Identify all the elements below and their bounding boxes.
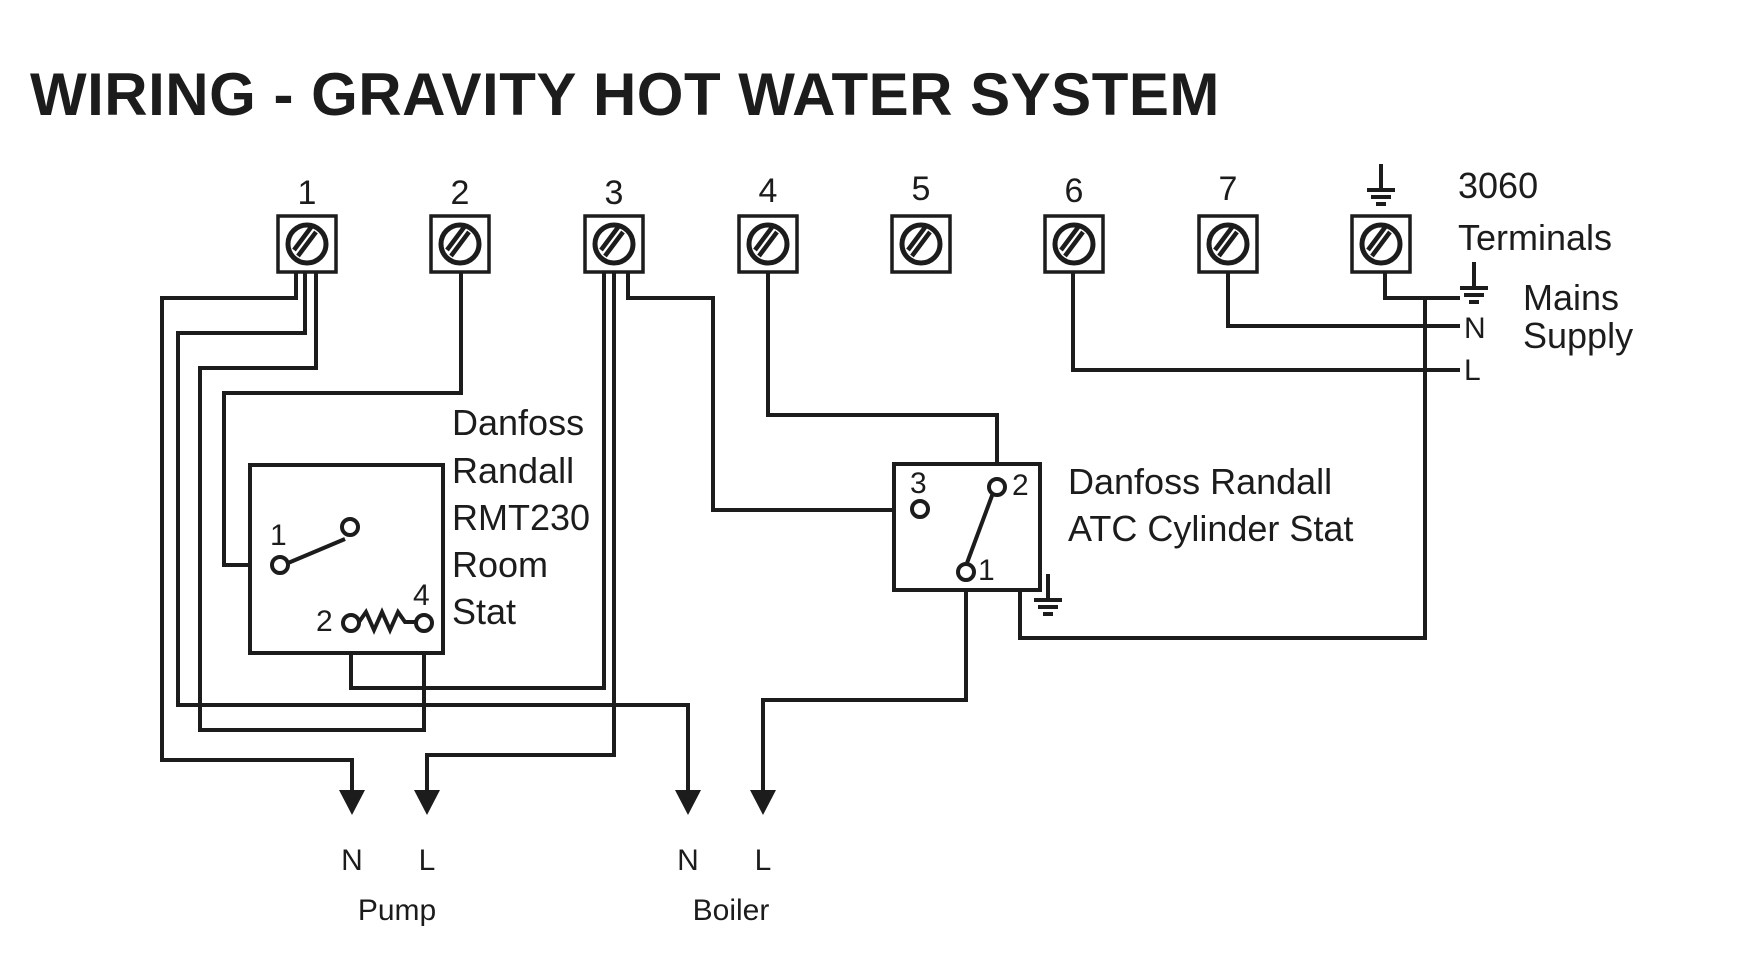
terminal-1-label: 1 [298,174,317,212]
boiler-label: Boiler [693,894,770,927]
room-stat-label-line1: Danfoss [452,402,584,443]
mains-l-label: L [1464,354,1481,387]
terminal-block-caption: Terminals [1458,217,1612,258]
boiler-l-label: L [755,844,772,877]
cyl-stat-label-line2: ATC Cylinder Stat [1068,508,1353,549]
room-stat-contact-2 [341,613,361,633]
cyl-stat-contact-3 [910,499,930,519]
room-stat-contact-1 [270,555,290,575]
terminal-7: 7 [1197,170,1259,274]
diagram-title: WIRING - GRAVITY HOT WATER SYSTEM [30,61,1220,128]
room-stat-contact-4-label: 4 [413,579,430,612]
mains-label-line2: Supply [1523,315,1633,356]
wire-cyl-stat-1-boiler-l [761,572,968,790]
wire-t7-mains-n [1226,272,1460,328]
wire-t1-room-stat-4 [198,272,426,732]
terminal-4: 4 [737,172,799,274]
boiler-l-arrow [750,790,776,815]
cyl-stat-contact-1 [956,562,976,582]
cyl-stat-contact-1-label: 1 [978,554,995,587]
room-stat-contact-1-label: 1 [270,519,287,552]
room-stat-label-line4: Room [452,544,548,585]
wire-t3-cyl-stat-3 [626,272,916,512]
cyl-stat-earth-icon [1034,574,1062,616]
mains-label-line1: Mains [1523,277,1619,318]
cyl-stat-label-line1: Danfoss Randall [1068,461,1332,502]
wire-t2-room-stat-1 [222,272,463,567]
wire-earth-mains-earth [1383,272,1460,300]
pump-l-label: L [419,844,436,877]
room-stat-label-line5: Stat [452,591,516,632]
terminal-4-label: 4 [759,172,778,210]
terminal-3-label: 3 [605,174,624,212]
room-stat-label-line2: Randall [452,450,574,491]
room-stat-contact-2-label: 2 [316,605,333,638]
cyl-stat-contact-3-label: 3 [910,467,927,500]
terminal-1: 1 [276,174,338,274]
room-stat-label-line3: RMT230 [452,497,590,538]
cylinder-stat: 3 2 1 Danfoss Randall ATC Cylinder Stat [892,461,1353,616]
room-stat-contact-open [340,517,360,537]
wire-t1-boiler-n [176,272,690,790]
terminal-6-label: 6 [1065,172,1084,210]
terminal-7-label: 7 [1219,170,1238,208]
boiler-n-label: N [677,844,699,877]
cyl-stat-contact-2 [987,477,1007,497]
wire-t3-room-stat-2 [349,272,606,690]
pump-label: Pump [358,894,436,927]
terminal-6: 6 [1043,172,1105,274]
terminal-earth [1350,164,1412,274]
terminal-block: 1 2 3 4 5 [276,164,1612,274]
room-stat-contact-4 [414,613,434,633]
mains-supply: N L Mains Supply [1460,262,1633,387]
terminal-5: 5 [890,170,952,274]
pump-n-arrow [339,790,365,815]
mains-earth-icon [1460,262,1488,304]
room-stat: 1 2 4 Danfoss Randall RMT230 Room Stat [248,402,590,655]
mains-n-label: N [1464,312,1486,345]
wire-cyl-stat-earth [1018,300,1427,640]
cyl-stat-contact-2-label: 2 [1012,469,1029,502]
outputs: N L N L Pump Boiler [339,790,776,927]
boiler-n-arrow [675,790,701,815]
terminal-5-label: 5 [912,170,931,208]
pump-n-label: N [341,844,363,877]
terminal-earth-icon [1367,164,1395,206]
terminal-3: 3 [583,174,645,274]
terminal-2-label: 2 [451,174,470,212]
terminal-2: 2 [429,174,491,274]
wire-t6-mains-l [1071,272,1460,372]
terminal-block-model: 3060 [1458,165,1538,206]
wire-t3-pump-l [425,272,616,790]
pump-l-arrow [414,790,440,815]
wire-t4-cyl-stat-2 [766,272,999,485]
wires [160,272,1460,790]
wire-t1-pump-n [160,272,354,790]
